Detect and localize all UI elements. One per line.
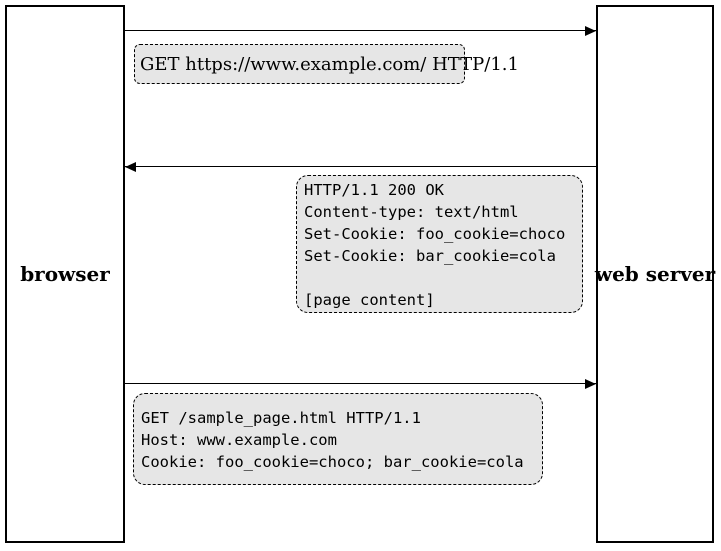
actor-label-browser: browser <box>20 262 110 286</box>
note-line: Content-type: text/html <box>304 203 519 221</box>
message-arrow-request-1 <box>125 30 596 31</box>
note-line: Set-Cookie: bar_cookie=cola <box>304 247 556 265</box>
note-line: HTTP/1.1 200 OK <box>304 181 444 199</box>
arrowhead-right-icon <box>585 378 596 389</box>
request-note-initial: GET https://www.example.com/ HTTP/1.1 <box>134 44 519 84</box>
note-line: Host: www.example.com <box>141 431 337 449</box>
note-line: [page content] <box>304 291 435 309</box>
request-note-with-cookie: GET /sample_page.html HTTP/1.1 Host: www… <box>133 393 543 485</box>
note-line: Cookie: foo_cookie=choco; bar_cookie=col… <box>141 453 524 471</box>
actor-box-web-server: web server <box>594 5 716 543</box>
message-arrow-request-2 <box>125 383 596 384</box>
note-line: GET https://www.example.com/ HTTP/1.1 <box>140 53 519 75</box>
arrowhead-left-icon <box>125 161 136 172</box>
response-note-set-cookie: HTTP/1.1 200 OK Content-type: text/html … <box>296 175 583 313</box>
arrowhead-right-icon <box>585 25 596 36</box>
actor-box-browser: browser <box>5 5 125 543</box>
note-line <box>304 267 582 289</box>
note-line: GET /sample_page.html HTTP/1.1 <box>141 409 421 427</box>
message-arrow-response <box>125 166 596 167</box>
note-line: Set-Cookie: foo_cookie=choco <box>304 225 566 243</box>
actor-label-web-server: web server <box>594 262 716 286</box>
